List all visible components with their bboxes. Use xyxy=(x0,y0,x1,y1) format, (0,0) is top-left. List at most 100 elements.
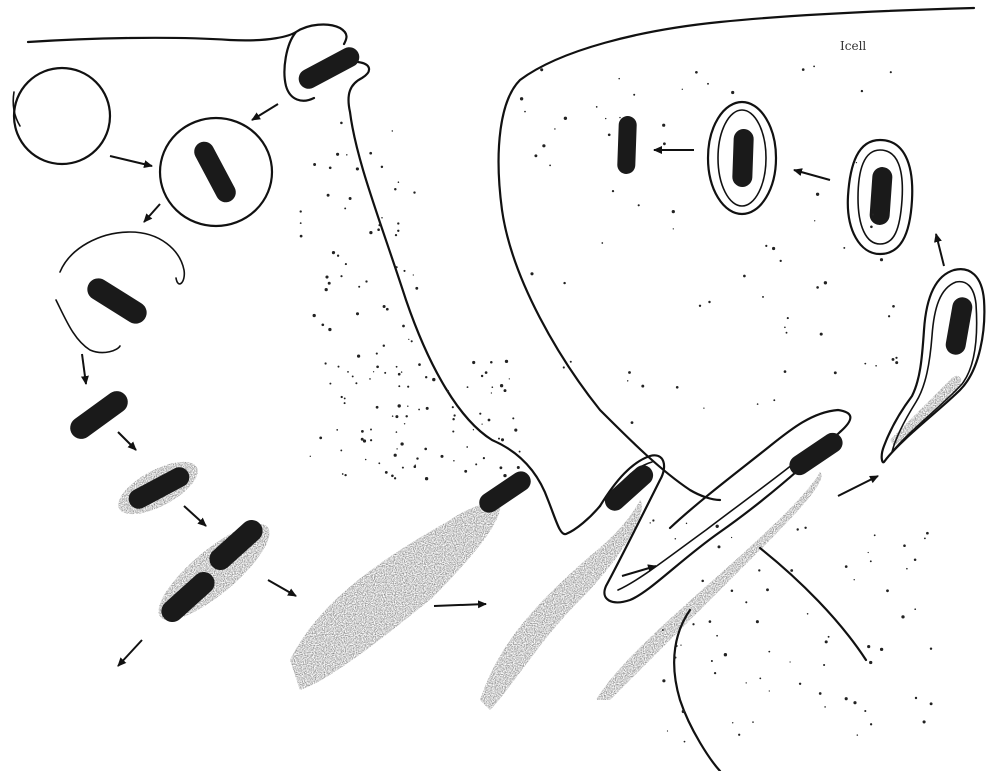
speckle-dot xyxy=(452,406,454,408)
arrow-vacuole-2-to-1 xyxy=(794,170,830,180)
speckle-dot xyxy=(395,415,398,418)
speckle-dot xyxy=(765,245,767,247)
speckle-dot xyxy=(520,97,523,100)
speckle-dot xyxy=(453,414,455,416)
speckle-dot xyxy=(731,537,732,538)
speckle-dot xyxy=(397,222,399,224)
speckle-dot xyxy=(373,371,374,372)
speckle-dot xyxy=(752,721,754,723)
speckle-dot xyxy=(505,360,508,363)
speckle-dot xyxy=(892,305,895,308)
speckle-dot xyxy=(396,448,397,449)
speckle-dot xyxy=(504,389,507,392)
speckle-dot xyxy=(554,128,555,129)
speckle-dot xyxy=(370,429,372,431)
speckle-dot xyxy=(328,328,331,331)
speckle-dot xyxy=(906,568,908,570)
left-host-cell-membrane xyxy=(28,25,600,535)
free-phagosome-vesicle xyxy=(14,68,110,164)
bacterium-double-membrane-1 xyxy=(732,129,754,188)
speckle-dot xyxy=(325,275,328,278)
speckle-dot xyxy=(475,463,477,465)
speckle-dot xyxy=(376,353,378,355)
speckle-dot xyxy=(890,71,892,73)
bacterium-released xyxy=(617,116,637,175)
speckle-dot xyxy=(403,270,405,272)
speckle-dot xyxy=(344,402,346,404)
speckle-dot xyxy=(396,266,398,268)
speckle-dot xyxy=(336,153,339,156)
speckle-dot xyxy=(825,640,828,643)
speckle-dot xyxy=(930,702,933,705)
speckle-dot xyxy=(652,519,654,521)
speckle-dot xyxy=(319,437,322,440)
speckle-dot xyxy=(313,163,316,166)
speckle-dot xyxy=(759,678,761,680)
speckle-dot xyxy=(724,653,727,656)
speckle-dot xyxy=(540,68,543,71)
speckle-dot xyxy=(402,325,405,328)
speckle-dot xyxy=(340,122,343,125)
speckle-dot xyxy=(344,207,346,209)
speckle-dot xyxy=(628,371,631,374)
speckle-dot xyxy=(703,407,704,408)
speckle-dot xyxy=(356,167,359,170)
speckle-dot xyxy=(914,608,916,610)
speckle-dot xyxy=(453,460,455,462)
arrow-toward-neighbor xyxy=(838,476,878,496)
speckle-dot xyxy=(787,317,789,319)
speckle-dot xyxy=(731,590,734,593)
speckle-dot xyxy=(398,385,400,387)
arrow-escape xyxy=(82,354,86,384)
speckle-dot xyxy=(514,429,517,432)
speckle-dot xyxy=(365,459,367,461)
speckle-dot xyxy=(424,448,427,451)
speckle-dot xyxy=(619,117,620,118)
speckle-dot xyxy=(329,383,331,385)
speckle-dot xyxy=(376,406,379,409)
bacterium-escaping xyxy=(83,274,151,328)
speckle-dot xyxy=(641,385,644,388)
speckle-dot xyxy=(398,373,401,376)
speckle-dot xyxy=(914,558,917,561)
speckle-dot xyxy=(400,442,403,445)
speckle-dot xyxy=(692,623,694,625)
speckle-dot xyxy=(503,474,506,477)
speckle-dot xyxy=(824,706,826,708)
speckle-dot xyxy=(398,181,400,183)
speckle-dot xyxy=(491,392,492,393)
bacterium-in-neighbor-protrusion xyxy=(786,429,847,479)
speckle-dot xyxy=(680,644,681,645)
speckle-dot xyxy=(746,682,747,683)
speckle-dot xyxy=(501,438,504,441)
speckle-dot xyxy=(802,68,805,71)
arrow-actin-polymerization xyxy=(118,432,136,450)
speckle-dot xyxy=(618,78,620,80)
speckle-dot xyxy=(413,274,414,275)
speckle-dot xyxy=(892,358,895,361)
speckle-dot xyxy=(355,382,357,384)
speckle-dot xyxy=(870,560,872,562)
speckle-dot xyxy=(870,226,873,229)
speckle-dot xyxy=(341,396,343,398)
speckle-dot xyxy=(861,90,863,92)
speckle-dot xyxy=(325,362,327,364)
speckle-dot xyxy=(745,601,747,603)
speckle-dot xyxy=(768,651,770,653)
speckle-dot xyxy=(377,228,380,231)
speckle-dot xyxy=(631,421,634,424)
arrow-division xyxy=(184,506,206,526)
speckle-dot xyxy=(718,545,721,548)
speckle-dot xyxy=(676,386,679,389)
speckle-dot xyxy=(452,418,454,420)
speckle-dot xyxy=(845,697,848,700)
speckle-dot xyxy=(425,477,428,480)
bacteria xyxy=(66,44,974,627)
speckle-dot xyxy=(699,305,701,307)
speckle-dot xyxy=(786,332,788,334)
speckle-dot xyxy=(662,124,665,127)
speckle-dot xyxy=(856,162,857,163)
speckle-dot xyxy=(758,569,760,571)
speckle-dot xyxy=(857,734,858,735)
